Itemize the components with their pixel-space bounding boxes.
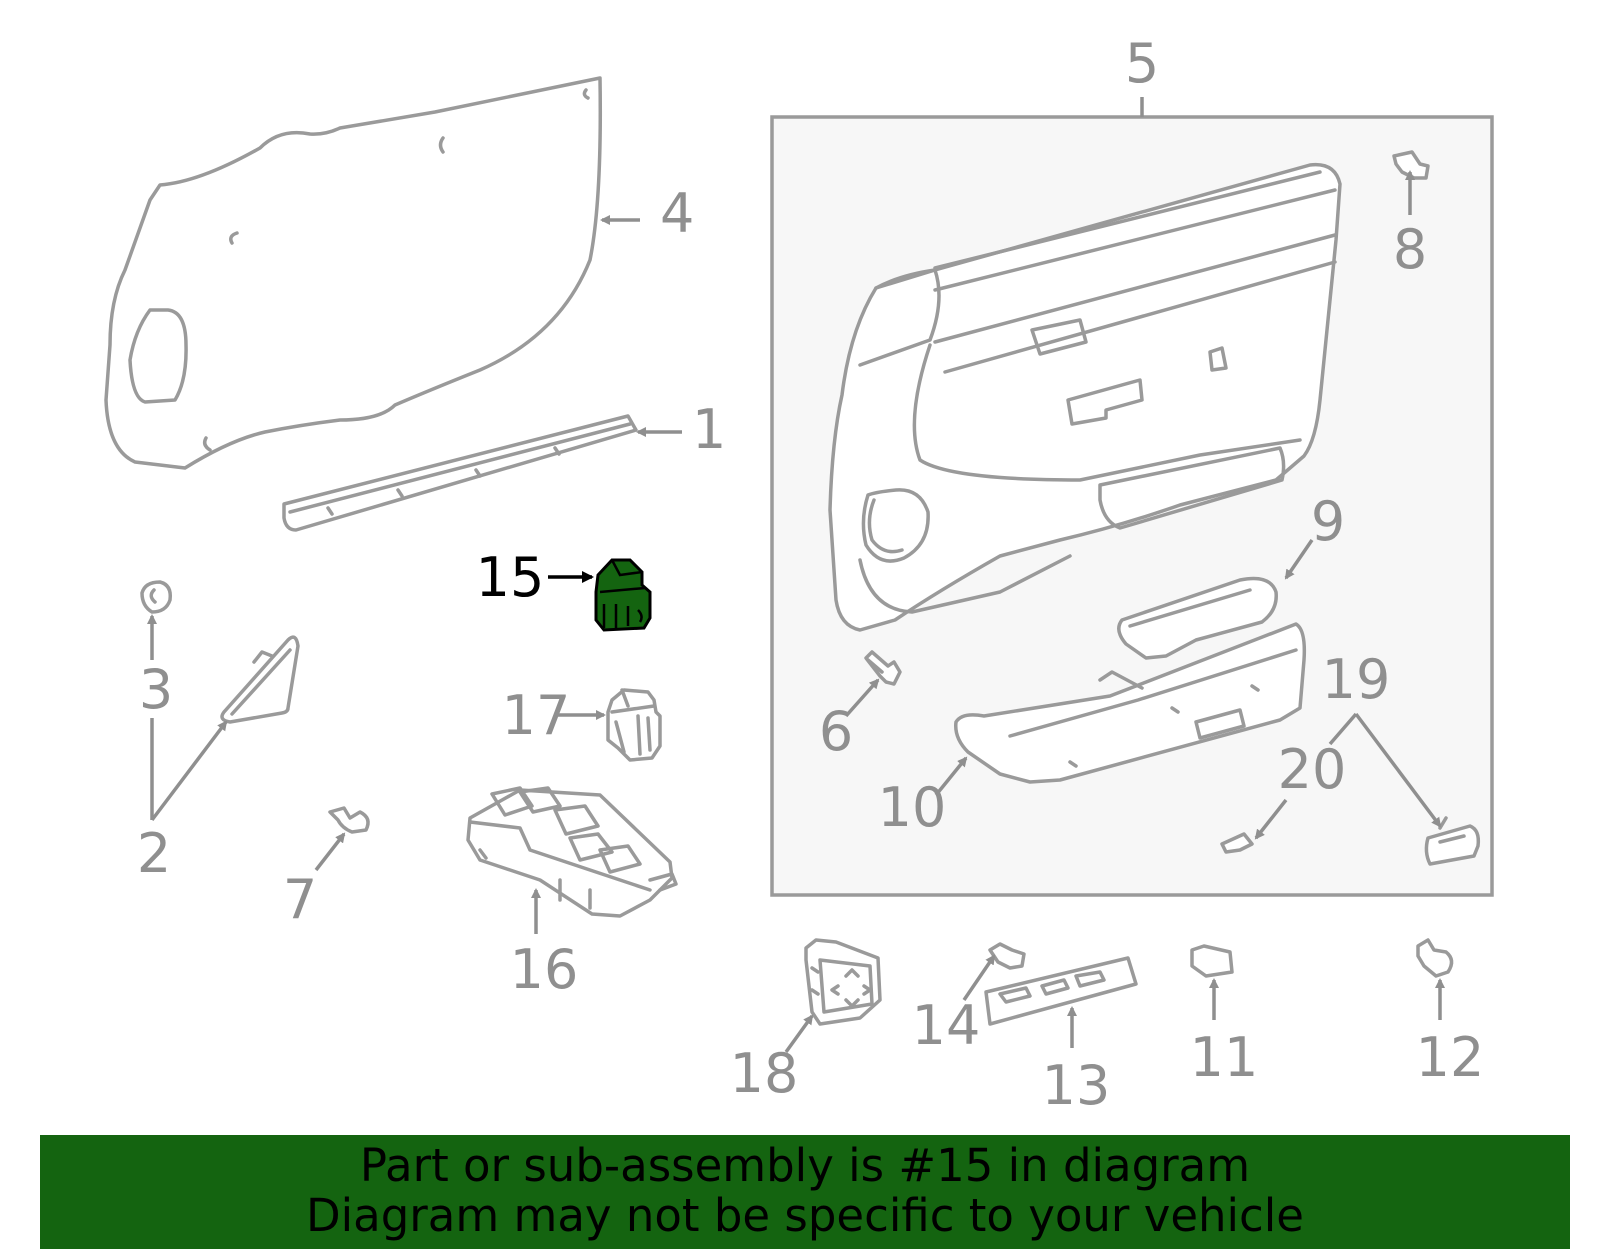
part-2-corner-trim — [220, 635, 300, 724]
leader-lines — [147, 170, 1445, 1054]
part-13-switch-bezel — [984, 956, 1138, 1026]
part-15-switch-highlighted[interactable] — [594, 558, 652, 632]
banner-line-2: Diagram may not be specific to your vehi… — [306, 1189, 1304, 1242]
info-banner: Part or sub-assembly is #15 in diagram D… — [40, 1135, 1570, 1249]
part-9-pull-handle — [1117, 576, 1278, 660]
callout-10: 10 — [878, 776, 947, 839]
part-8-clip — [1392, 150, 1430, 180]
callout-11: 11 — [1190, 1026, 1259, 1089]
callout-12: 12 — [1416, 1026, 1485, 1089]
callout-6: 6 — [819, 700, 853, 763]
part-20-bulb — [1220, 832, 1254, 854]
callout-3: 3 — [139, 658, 173, 721]
callout-labels: 5 4 1 8 9 15 3 17 19 6 20 10 2 7 16 14 1… — [137, 32, 1485, 1117]
callout-9: 9 — [1311, 490, 1345, 553]
part-18-mirror-switch — [804, 938, 882, 1026]
callout-4: 4 — [660, 182, 694, 245]
door-trim-panel — [828, 162, 1342, 632]
banner-line-1: Part or sub-assembly is #15 in diagram — [359, 1139, 1251, 1192]
callout-16: 16 — [510, 938, 579, 1001]
callout-20: 20 — [1278, 738, 1347, 801]
callout-14: 14 — [912, 994, 981, 1057]
part-6-screw — [864, 650, 902, 686]
callout-1: 1 — [692, 398, 726, 461]
callout-18: 18 — [730, 1042, 799, 1105]
part-4-watershield — [104, 76, 603, 470]
part-17-switch — [606, 688, 662, 762]
part-7-clip — [328, 806, 370, 834]
part-14-bracket — [988, 942, 1026, 970]
callout-8: 8 — [1393, 218, 1427, 281]
part-11-clip — [1190, 944, 1234, 978]
part-12-clip — [1416, 938, 1454, 978]
callout-13: 13 — [1042, 1054, 1111, 1117]
callout-19: 19 — [1322, 648, 1391, 711]
part-1-belt-molding — [282, 414, 638, 532]
callout-7: 7 — [283, 868, 317, 931]
part-3-clip — [140, 580, 173, 614]
part-19-courtesy-lamp — [1424, 816, 1481, 866]
callout-17: 17 — [502, 684, 571, 747]
callout-15[interactable]: 15 — [476, 546, 545, 609]
part-16-master-switch — [466, 786, 678, 918]
callout-5: 5 — [1125, 32, 1159, 95]
part-10-armrest — [954, 622, 1307, 784]
callout-2: 2 — [137, 822, 171, 885]
